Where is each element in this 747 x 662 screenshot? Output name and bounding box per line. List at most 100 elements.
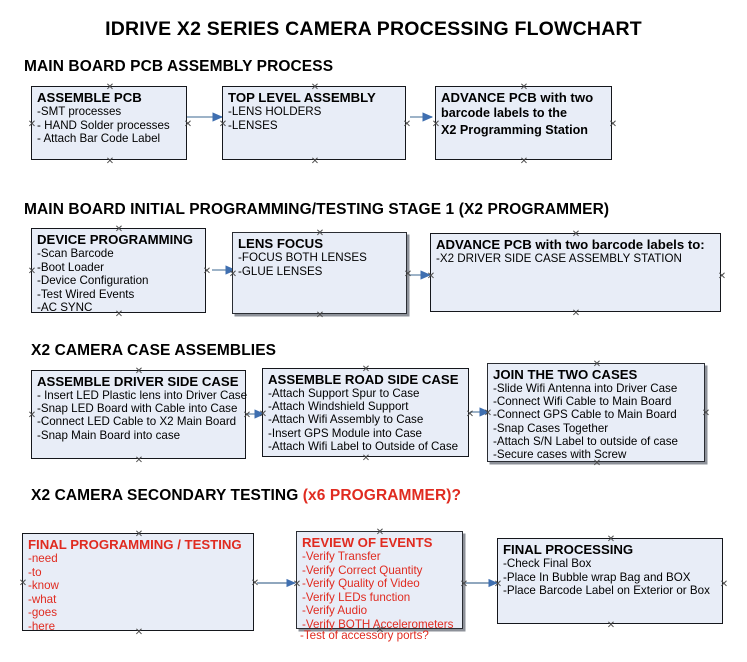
node-line: -Snap Cases Together	[493, 421, 609, 435]
handle-right[interactable]	[466, 410, 475, 419]
handle-top[interactable]	[520, 83, 529, 92]
handle-left[interactable]	[28, 120, 37, 129]
handle-left[interactable]	[28, 411, 37, 420]
handle-top[interactable]	[135, 530, 144, 539]
handle-top[interactable]	[376, 528, 385, 537]
handle-left[interactable]	[19, 579, 28, 588]
handle-right[interactable]	[702, 409, 711, 418]
node-line: -know	[28, 579, 59, 593]
handle-top[interactable]	[115, 225, 124, 234]
section-heading-1: MAIN BOARD PCB ASSEMBLY PROCESS	[24, 58, 333, 76]
node-line: - Attach Bar Code Label	[37, 132, 161, 146]
node-lens-focus[interactable]: LENS FOCUS -FOCUS BOTH LENSES -GLUE LENS…	[232, 232, 407, 314]
section-heading-2-text: MAIN BOARD INITIAL PROGRAMMING/TESTING S…	[24, 201, 610, 218]
handle-left[interactable]	[28, 267, 37, 276]
node-title: ASSEMBLE ROAD SIDE CASE	[268, 372, 459, 387]
node-advance-pcb-driver-side[interactable]: ADVANCE PCB with two barcode labels to: …	[430, 233, 721, 312]
handle-left[interactable]	[293, 580, 302, 589]
node-title: ADVANCE PCB with two	[441, 90, 594, 105]
node-line: -what	[28, 592, 57, 606]
node-device-programming[interactable]: DEVICE PROGRAMMING -Scan Barcode -Boot L…	[28, 225, 206, 315]
handle-top[interactable]	[311, 83, 320, 92]
node-title: JOIN THE TWO CASES	[493, 367, 638, 382]
node-join-the-two-cases[interactable]: JOIN THE TWO CASES -Slide Wifi Antenna i…	[487, 363, 705, 462]
handle-bottom[interactable]	[316, 311, 325, 320]
handle-right[interactable]	[718, 272, 727, 281]
node-advance-pcb-station[interactable]: ADVANCE PCB with two barcode labels to t…	[435, 86, 612, 160]
section-heading-4-text: X2 CAMERA SECONDARY TESTING	[31, 487, 303, 504]
node-line: -GLUE LENSES	[238, 264, 323, 278]
node-line: -Place Barcode Label on Exterior or Box	[503, 584, 710, 598]
node-line: -Verify Audio	[302, 604, 368, 618]
node-final-processing[interactable]: FINAL PROCESSING -Check Final Box -Place…	[497, 538, 723, 624]
node-title: FINAL PROCESSING	[503, 542, 634, 557]
handle-bottom[interactable]	[311, 157, 320, 166]
handle-left[interactable]	[427, 272, 436, 281]
handle-bottom[interactable]	[115, 310, 124, 319]
node-line: -Attach Wifi Label to Outside of Case	[268, 439, 459, 453]
handle-top[interactable]	[362, 365, 371, 374]
handle-right[interactable]	[720, 580, 729, 589]
node-line: -Snap Main Board into case	[37, 428, 181, 442]
node-title: REVIEW OF EVENTS	[302, 535, 433, 550]
section-heading-3-text: X2 CAMERA CASE ASSEMBLIES	[31, 342, 277, 359]
handle-top[interactable]	[607, 535, 616, 544]
handle-bottom[interactable]	[362, 454, 371, 463]
handle-top[interactable]	[106, 83, 115, 92]
node-top-level-assembly[interactable]: TOP LEVEL ASSEMBLY -LENS HOLDERS -LENSES	[222, 86, 406, 160]
handle-left[interactable]	[484, 409, 493, 418]
handle-right[interactable]	[460, 580, 469, 589]
handle-bottom[interactable]	[607, 621, 616, 630]
node-line: -Verify Quality of Video	[302, 577, 420, 591]
handle-right[interactable]	[243, 411, 252, 420]
section-heading-1-text: MAIN BOARD PCB ASSEMBLY PROCESS	[24, 58, 334, 75]
node-line: -LENSES	[228, 118, 278, 132]
node-line: -to	[28, 565, 42, 579]
handle-top[interactable]	[593, 360, 602, 369]
handle-right[interactable]	[404, 270, 413, 279]
node-line: -Boot Loader	[37, 260, 105, 274]
handle-bottom[interactable]	[593, 459, 602, 468]
handle-left[interactable]	[432, 120, 441, 129]
node-assemble-driver-side-case[interactable]: ASSEMBLE DRIVER SIDE CASE - Insert LED P…	[28, 367, 248, 459]
node-line: -Slide Wifi Antenna into Driver Case	[493, 382, 678, 395]
node-line: -AC SYNC	[37, 301, 93, 315]
node-line: -need	[28, 552, 58, 565]
handle-top[interactable]	[572, 230, 581, 239]
handle-right[interactable]	[403, 120, 412, 129]
node-title: ASSEMBLE PCB	[37, 90, 142, 105]
node-line: - HAND Solder processes	[37, 118, 170, 132]
node-line: -Device Configuration	[37, 274, 149, 288]
node-assemble-road-side-case[interactable]: ASSEMBLE ROAD SIDE CASE -Attach Support …	[262, 368, 469, 457]
section-heading-3: X2 CAMERA CASE ASSEMBLIES	[31, 342, 276, 360]
node-line: - Insert LED Plastic lens into Driver Ca…	[37, 389, 248, 402]
node-line: -Connect GPS Cable to Main Board	[493, 408, 677, 422]
handle-bottom[interactable]	[106, 157, 115, 166]
handle-left[interactable]	[494, 580, 503, 589]
node-line: -FOCUS BOTH LENSES	[238, 251, 367, 264]
node-review-of-events[interactable]: REVIEW OF EVENTS -Verify Transfer -Verif…	[293, 528, 463, 631]
handle-left[interactable]	[219, 120, 228, 129]
node-final-programming-testing[interactable]: FINAL PROGRAMMING / TESTING -need -to -k…	[19, 530, 254, 633]
node-line: -here	[28, 619, 56, 633]
node-line: X2 Programming Station	[441, 122, 588, 137]
handle-bottom[interactable]	[572, 309, 581, 318]
section-heading-2: MAIN BOARD INITIAL PROGRAMMING/TESTING S…	[24, 201, 609, 219]
node-line: -Snap LED Board with Cable into Case	[37, 402, 238, 416]
handle-bottom[interactable]	[135, 628, 144, 637]
handle-bottom[interactable]	[135, 456, 144, 465]
handle-top[interactable]	[316, 229, 325, 238]
section-heading-4-accent: (x6 PROGRAMMER)?	[302, 487, 462, 504]
handle-right[interactable]	[609, 120, 618, 129]
node-title: TOP LEVEL ASSEMBLY	[228, 90, 376, 105]
handle-left[interactable]	[259, 410, 268, 419]
node-line: -Connect LED Cable to X2 Main Board	[37, 415, 237, 429]
node-assemble-pcb[interactable]: ASSEMBLE PCB -SMT processes - HAND Solde…	[31, 86, 187, 160]
handle-left[interactable]	[229, 270, 238, 279]
handle-top[interactable]	[135, 367, 144, 376]
handle-right[interactable]	[184, 120, 193, 129]
handle-right[interactable]	[203, 267, 212, 276]
handle-right[interactable]	[251, 579, 260, 588]
handle-bottom[interactable]	[520, 157, 529, 166]
